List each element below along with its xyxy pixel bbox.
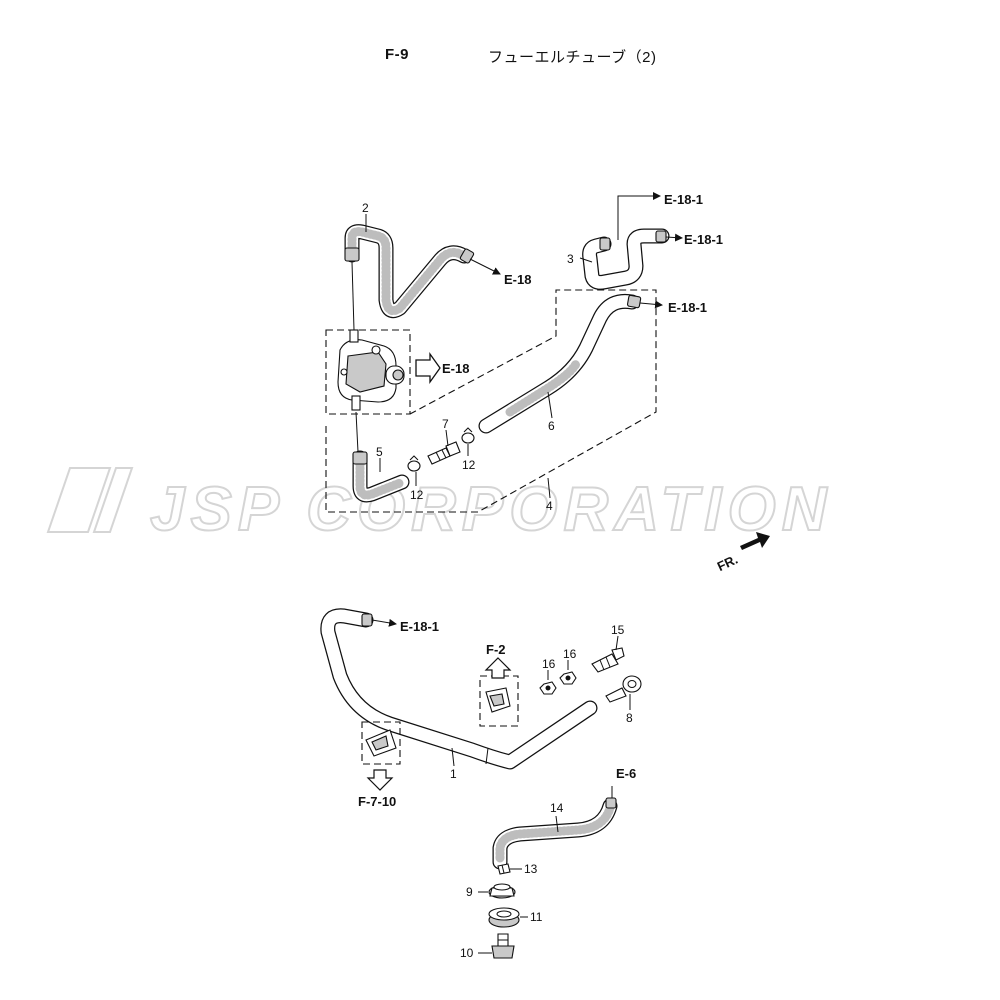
page-title: フューエルチューブ（2) xyxy=(488,49,657,66)
hose-clamp-12a xyxy=(407,455,421,472)
strainer-9 xyxy=(488,883,516,899)
ref-e18-1-top: E-18-1 xyxy=(664,192,703,207)
callout-13: 13 xyxy=(524,862,538,876)
callout-4: 4 xyxy=(546,499,553,513)
callout-11: 11 xyxy=(530,910,543,924)
hose-group-box xyxy=(325,289,657,513)
callout-16-left: 16 xyxy=(542,657,556,671)
callout-12-lower: 12 xyxy=(410,488,424,502)
hose-clip-f7 xyxy=(365,729,397,757)
front-label: FR. xyxy=(715,552,740,574)
fuel-hose-14 xyxy=(492,797,618,870)
callout-16-right: 16 xyxy=(563,647,577,661)
ref-e18-1-hose1: E-18-1 xyxy=(400,619,439,634)
ring-11 xyxy=(488,907,520,928)
banjo-fitting-8 xyxy=(605,675,642,703)
callout-6: 6 xyxy=(548,419,555,433)
watermark-text: JSP CORPORATION xyxy=(150,475,833,544)
ref-e18-pump: E-18 xyxy=(442,361,469,376)
callout-7: 7 xyxy=(442,417,449,431)
fuel-hose-3 xyxy=(582,228,670,290)
hose-joint-7 xyxy=(427,441,461,465)
nut-16a xyxy=(539,681,557,695)
callout-12-upper: 12 xyxy=(462,458,476,472)
callout-8: 8 xyxy=(626,711,633,725)
fuel-hose-6 xyxy=(478,293,642,434)
callout-10: 10 xyxy=(460,946,474,960)
arrow-down-icon xyxy=(366,769,394,791)
ref-f2: F-2 xyxy=(486,642,506,657)
nut-16b xyxy=(559,671,577,685)
ref-e18-1-mid: E-18-1 xyxy=(684,232,723,247)
callout-15: 15 xyxy=(611,623,625,637)
hose-clip-f2 xyxy=(485,687,511,713)
drain-bolt-10 xyxy=(491,933,515,959)
watermark: JSP CORPORATION xyxy=(46,467,833,545)
clip-f2-box xyxy=(479,675,519,727)
hose-fitting-15 xyxy=(591,647,625,673)
filter-13 xyxy=(497,863,511,875)
callout-2: 2 xyxy=(362,201,369,215)
callout-1: 1 xyxy=(450,767,457,781)
arrow-up-icon xyxy=(484,657,512,679)
arrow-right-icon xyxy=(415,351,441,385)
callout-5: 5 xyxy=(376,445,383,459)
hose-clamp-12b xyxy=(461,427,475,444)
page-code: F-9 xyxy=(385,46,409,63)
callout-14: 14 xyxy=(550,801,564,815)
fuel-hose-2 xyxy=(344,224,475,319)
clip-f7-box xyxy=(361,721,401,765)
ref-e6: E-6 xyxy=(616,766,636,781)
ref-f7-10: F-7-10 xyxy=(358,794,396,809)
callout-9: 9 xyxy=(466,885,473,899)
fuel-hose-5 xyxy=(352,450,410,503)
ref-e18-hose2: E-18 xyxy=(504,272,531,287)
fuel-pump xyxy=(337,329,405,411)
callout-3: 3 xyxy=(567,252,574,266)
ref-e18-1-hose6: E-18-1 xyxy=(668,300,707,315)
